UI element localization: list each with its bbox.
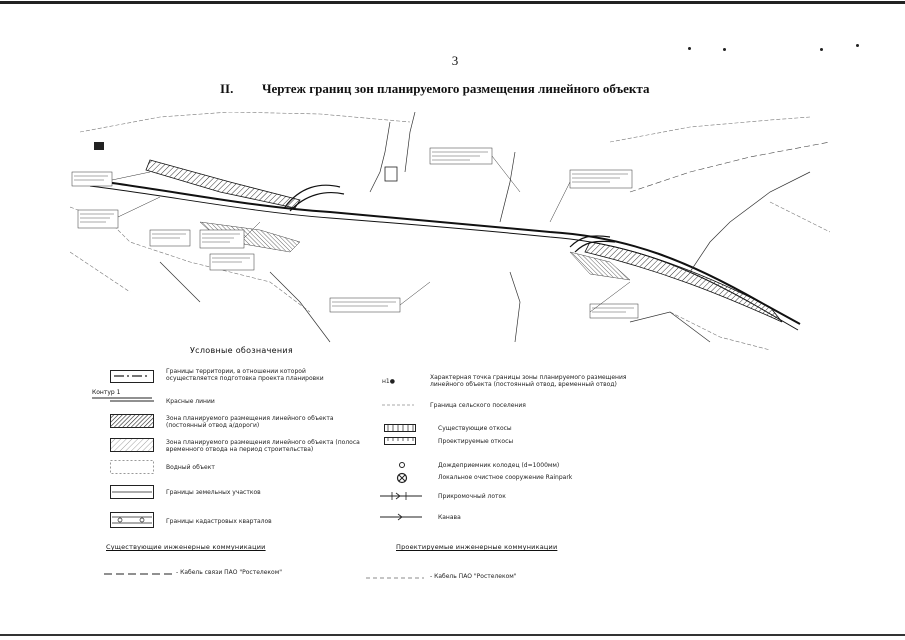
legend-treatment-facility: Локальное очистное сооружение Rainpark (438, 474, 573, 481)
top-border-line (0, 1, 905, 4)
page-title: II. Чертеж границ зон планируемого размещ… (220, 81, 740, 97)
rain-well-icon (399, 462, 405, 468)
secondary-lines (159, 112, 811, 343)
callout-text-lines (74, 151, 634, 313)
temporary-zone-east (569, 251, 631, 281)
water-object-symbol (110, 460, 154, 474)
page-number: 3 (451, 53, 459, 68)
road-axis (89, 179, 801, 331)
cadastral-quarter-symbol (110, 512, 154, 528)
scan-speck (723, 48, 726, 51)
parcel-boundaries (70, 112, 830, 351)
projected-cable-symbol (366, 577, 424, 579)
land-parcel-symbol (110, 485, 154, 499)
junction-ramps (284, 184, 616, 253)
existing-cable-symbol (104, 573, 174, 575)
legend-territory-boundary: Границы территории, в отношении которой … (166, 368, 324, 382)
building-2 (384, 166, 398, 182)
section-title: Чертеж границ зон планируемого размещени… (262, 81, 650, 96)
rural-settlement-boundary-symbol (382, 404, 414, 406)
permanent-zone-west (145, 159, 301, 209)
legend-rain-well: Дождеприемник колодец (d=1000мм) (438, 462, 560, 469)
legend-settlement-boundary: Граница сельского поселения (430, 402, 526, 409)
scan-speck (688, 47, 691, 50)
contour-line-symbol (92, 397, 152, 399)
contour-label: Контур 1 (92, 389, 121, 396)
leader-lines (111, 155, 631, 313)
legend-edge-tray: Прикромочный лоток (438, 493, 506, 500)
existing-communications-header: Существующие инженерные коммуникации (106, 543, 266, 551)
legend-projected-cable: - Кабель ПАО "Ростелеком" (430, 573, 517, 580)
legend-projected-slopes: Проектируемые откосы (438, 438, 514, 445)
legend-existing-cable: - Кабель связи ПАО "Ростелеком" (176, 569, 283, 576)
legend-permanent-zone: Зона планируемого размещения линейного о… (166, 415, 334, 429)
building-1 (94, 142, 104, 150)
legend-temporary-zone: Зона планируемого размещения линейного о… (166, 439, 360, 453)
projected-communications-header: Проектируемые инженерные коммуникации (396, 543, 558, 551)
legend-characteristic-point: Характерная точка границы зоны планируем… (430, 374, 627, 388)
legend-land-parcels: Границы земельных участков (166, 489, 261, 496)
permanent-zone-east (584, 241, 783, 323)
projected-slopes-symbol (384, 437, 416, 445)
boundary-dashed-east (629, 141, 830, 193)
bottom-border-line (0, 634, 905, 636)
scan-speck (856, 44, 859, 47)
legend-ditch: Канава (438, 514, 461, 521)
treatment-facility-icon (396, 472, 408, 484)
temporary-zone-symbol (110, 438, 154, 452)
existing-slopes-symbol (384, 424, 416, 432)
zone-boundaries-drawing (70, 112, 830, 351)
territory-boundary-symbol (110, 370, 154, 383)
legend-water-object: Водный объект (166, 464, 215, 471)
red-line-symbol (110, 400, 154, 402)
point-marker-symbol: н1● (382, 378, 395, 385)
legend-heading: Условные обозначения (190, 346, 294, 355)
scan-speck (820, 48, 823, 51)
section-number: II. (220, 81, 234, 96)
edge-tray-symbol (380, 492, 422, 500)
legend-cadastral-quarters: Границы кадастровых кварталов (166, 518, 272, 525)
legend-existing-slopes: Существующие откосы (438, 425, 512, 432)
permanent-zone-symbol (110, 414, 154, 428)
ditch-symbol (380, 513, 422, 521)
legend-red-lines: Красные линии (166, 398, 215, 405)
